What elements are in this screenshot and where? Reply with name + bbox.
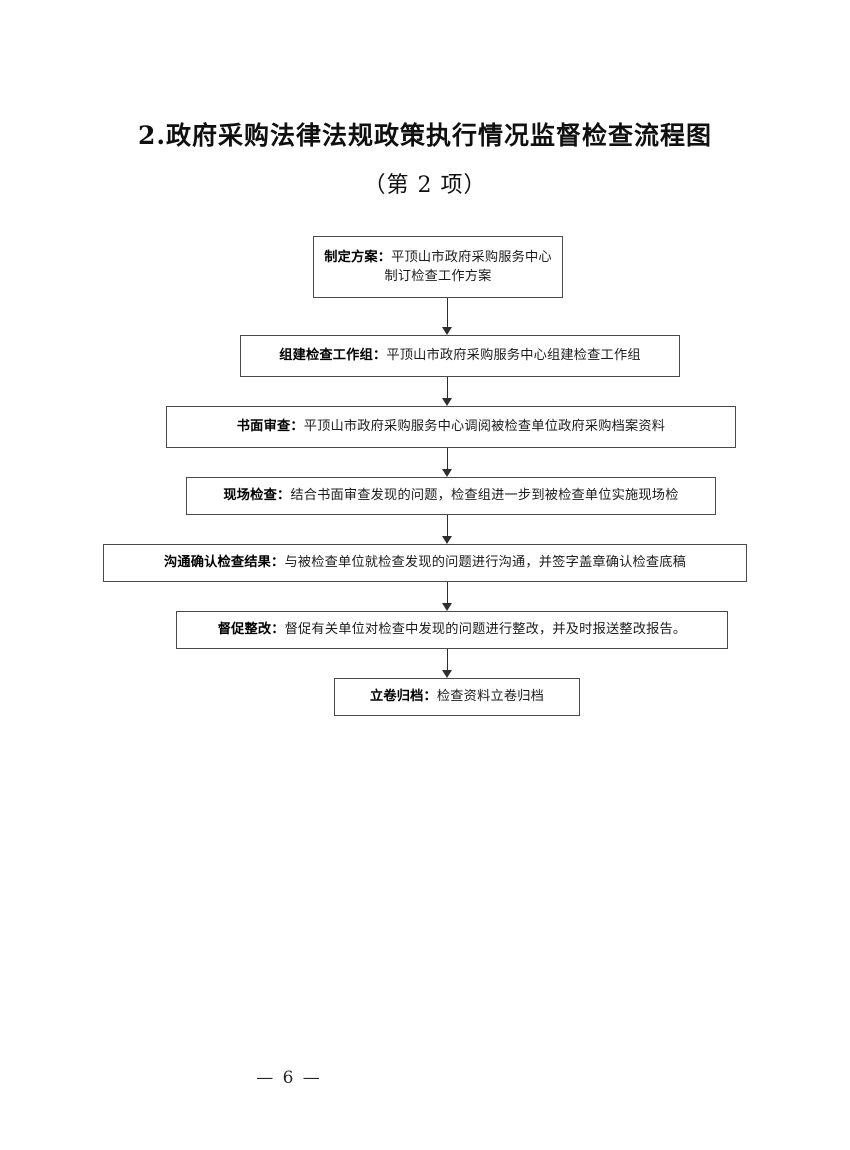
flow-node-form-inspection-team: 组建检查工作组：平顶山市政府采购服务中心组建检查工作组	[240, 335, 680, 377]
flow-node-formulate-plan: 制定方案：平顶山市政府采购服务中心制订检查工作方案	[313, 236, 563, 298]
flow-node-body: 检查资料立卷归档	[436, 689, 545, 705]
flow-node-label: 现场检查：	[223, 488, 291, 504]
flow-node-document-review: 书面审查：平顶山市政府采购服务中心调阅被检查单位政府采购档案资料	[166, 406, 736, 448]
flow-connector-line	[447, 515, 449, 537]
flow-node-text: 现场检查：结合书面审查发现的问题，检查组进一步到被检查单位实施现场检	[223, 486, 678, 505]
flow-node-text: 立卷归档：检查资料立卷归档	[370, 687, 544, 706]
page-subtitle: （第 2 项）	[363, 173, 487, 199]
flowchart: 制定方案：平顶山市政府采购服务中心制订检查工作方案 组建检查工作组：平顶山市政府…	[0, 236, 850, 716]
flow-node-text: 书面审查：平顶山市政府采购服务中心调阅被检查单位政府采购档案资料	[237, 417, 665, 436]
flow-node-label: 沟通确认检查结果：	[163, 555, 285, 571]
flow-connector-line	[447, 649, 449, 671]
page-number: — 6 —	[256, 1068, 322, 1088]
flow-node-label: 组建检查工作组：	[279, 348, 387, 364]
flow-node-confirm-results: 沟通确认检查结果：与被检查单位就检查发现的问题进行沟通，并签字盖章确认检查底稿	[103, 544, 747, 582]
flow-node-label: 立卷归档：	[369, 689, 437, 705]
flow-node-label: 制定方案：	[324, 249, 392, 265]
arrow-down-icon	[442, 603, 452, 611]
flow-node-body: 平顶山市政府采购服务中心调阅被检查单位政府采购档案资料	[303, 419, 666, 435]
flow-node-label: 书面审查：	[236, 419, 304, 435]
page-footer: — 6 —	[0, 1068, 850, 1088]
flow-node-text: 督促整改：督促有关单位对检查中发现的问题进行整改，并及时报送整改报告。	[218, 620, 687, 639]
flow-node-body: 平顶山市政府采购服务中心制订检查工作方案	[384, 249, 552, 284]
flow-connector-line	[447, 377, 449, 399]
page-title: 2.政府采购法律法规政策执行情况监督检查流程图	[137, 121, 713, 150]
flow-node-label: 督促整改：	[217, 622, 285, 638]
flow-node-text: 组建检查工作组：平顶山市政府采购服务中心组建检查工作组	[279, 346, 640, 365]
flow-node-text: 制定方案：平顶山市政府采购服务中心制订检查工作方案	[322, 248, 554, 286]
flow-node-body: 督促有关单位对检查中发现的问题进行整改，并及时报送整改报告。	[284, 622, 687, 638]
flow-node-archive: 立卷归档：检查资料立卷归档	[334, 678, 580, 716]
arrow-down-icon	[442, 398, 452, 406]
flow-connector-line	[447, 298, 449, 328]
flow-node-onsite-inspection: 现场检查：结合书面审查发现的问题，检查组进一步到被检查单位实施现场检	[186, 477, 716, 515]
flow-node-body: 与被检查单位就检查发现的问题进行沟通，并签字盖章确认检查底稿	[284, 555, 687, 571]
arrow-down-icon	[442, 536, 452, 544]
title-block: 2.政府采购法律法规政策执行情况监督检查流程图 （第 2 项）	[0, 120, 850, 199]
arrow-down-icon	[442, 670, 452, 678]
flow-connector-line	[447, 448, 449, 470]
arrow-down-icon	[442, 469, 452, 477]
flow-node-text: 沟通确认检查结果：与被检查单位就检查发现的问题进行沟通，并签字盖章确认检查底稿	[164, 553, 686, 572]
flow-node-supervise-rectification: 督促整改：督促有关单位对检查中发现的问题进行整改，并及时报送整改报告。	[176, 611, 728, 649]
flow-node-body: 结合书面审查发现的问题，检查组进一步到被检查单位实施现场检	[290, 488, 679, 504]
flow-node-body: 平顶山市政府采购服务中心组建检查工作组	[386, 348, 641, 364]
arrow-down-icon	[442, 327, 452, 335]
flow-connector-line	[447, 582, 449, 604]
